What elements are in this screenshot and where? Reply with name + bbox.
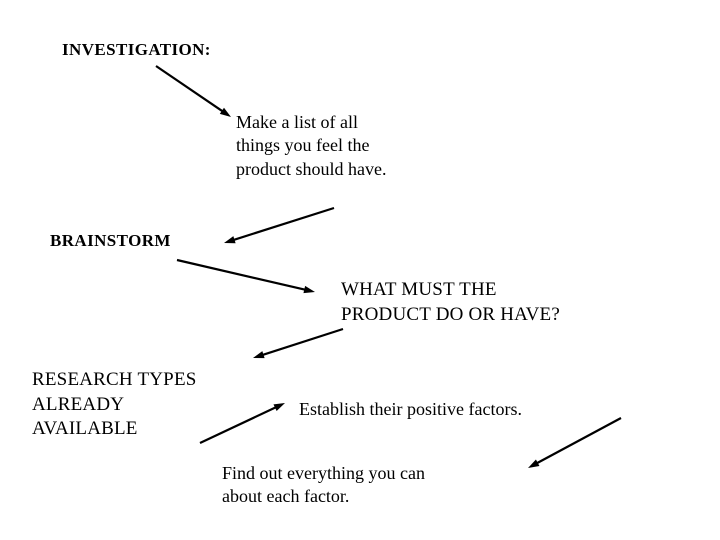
arrow-research-to-establish-head (273, 403, 285, 412)
heading-brainstorm: BRAINSTORM (50, 231, 171, 250)
text-make-a-list: Make a list of all things you feel the p… (236, 112, 387, 179)
arrow-whatmust-to-research-head (253, 351, 265, 359)
arrow-research-to-establish-shaft (199, 404, 280, 444)
arrow-makelist-to-brainstorm-shaft (230, 206, 335, 242)
arrow-establish-to-findout-head (528, 459, 540, 468)
arrow-brainstorm-to-whatmust-head (303, 285, 315, 294)
arrow-brainstorm-to-whatmust (176, 258, 315, 294)
heading-investigation: INVESTIGATION: (62, 40, 211, 59)
arrow-makelist-to-brainstorm-head (224, 236, 236, 244)
arrow-whatmust-to-research-shaft (259, 327, 344, 357)
arrow-whatmust-to-research (253, 327, 344, 359)
arrow-investigation-to-makelist-head (219, 107, 231, 117)
text-research-types-already-available: RESEARCH TYPES ALREADY AVAILABLE (32, 369, 197, 440)
arrow-brainstorm-to-whatmust-shaft (176, 258, 309, 292)
arrow-makelist-to-brainstorm (224, 206, 335, 244)
arrow-investigation-to-makelist-shaft (155, 65, 226, 115)
arrow-investigation-to-makelist (155, 65, 231, 117)
arrow-establish-to-findout-shaft (533, 417, 622, 466)
arrow-research-to-establish (199, 403, 285, 444)
text-what-must-the-product-do-or-have: WHAT MUST THE PRODUCT DO OR HAVE? (341, 279, 560, 325)
arrow-establish-to-findout (528, 417, 622, 468)
text-establish-positive-factors: Establish their positive factors. (299, 399, 522, 419)
text-find-out-everything: Find out everything you can about each f… (222, 463, 425, 507)
